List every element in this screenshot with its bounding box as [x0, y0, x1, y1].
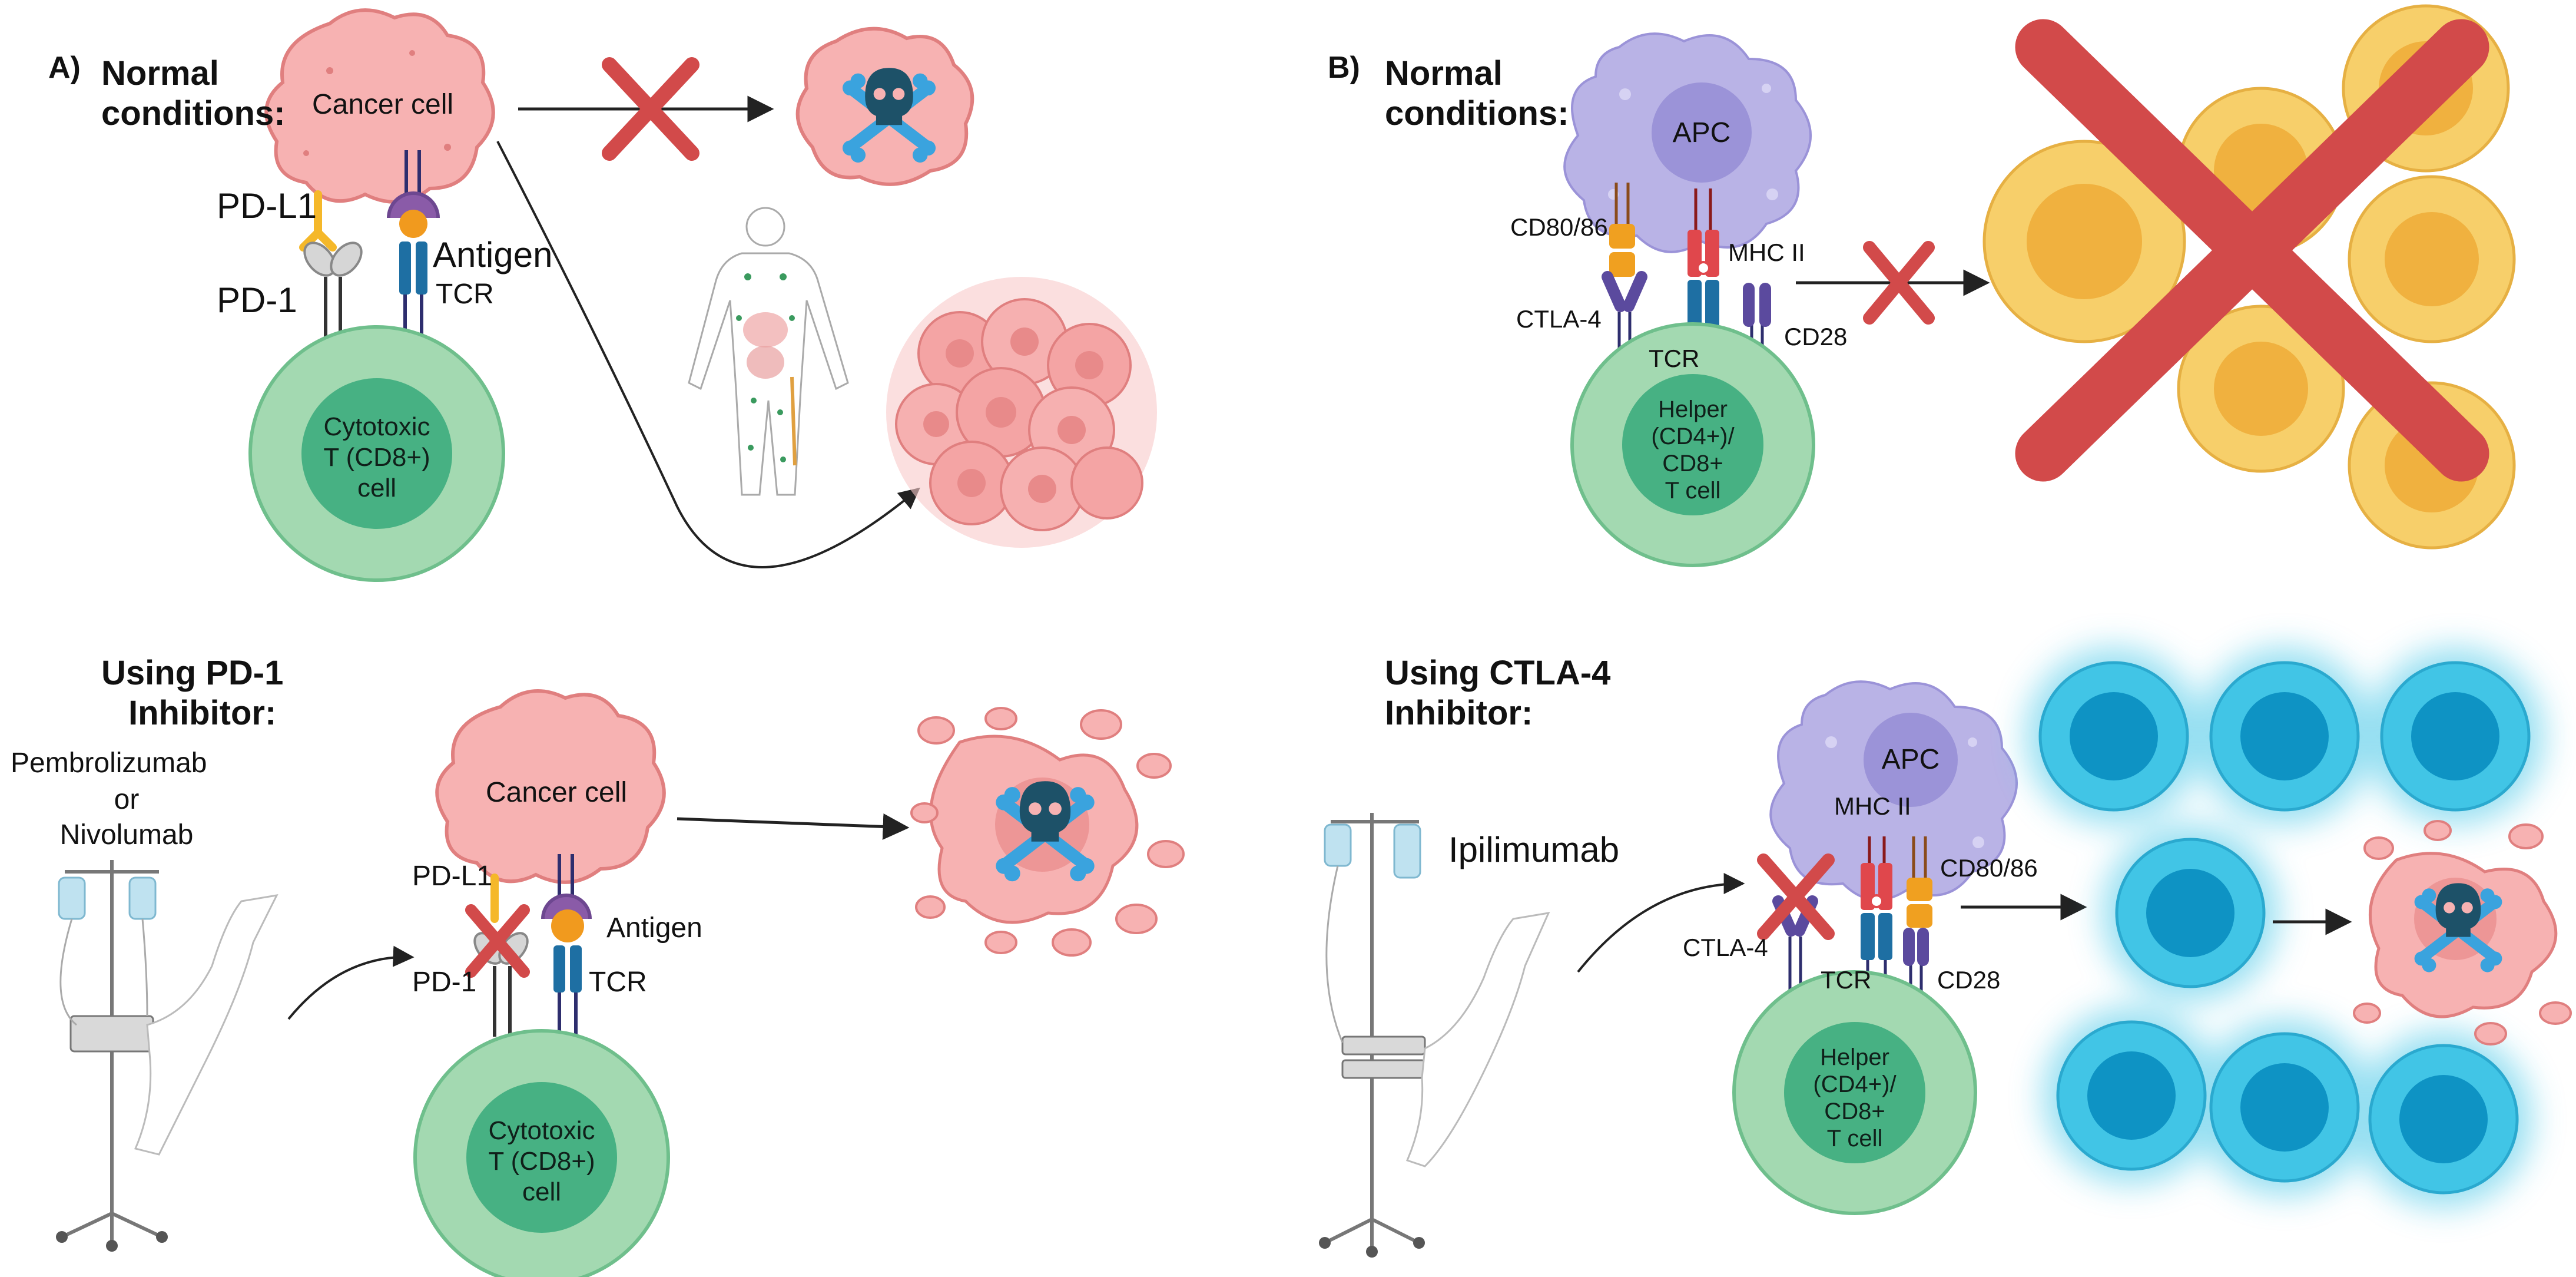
- panel-b-inhibitor-heading-line1: Using CTLA-4: [1385, 654, 1611, 692]
- big-blocked-cross-b1: [2015, 19, 2489, 482]
- panel-a-inhibitor: [56, 689, 1185, 1277]
- t-cell-label-a1-line1: Cytotoxic: [323, 412, 430, 441]
- panel-b-tag: B): [1328, 51, 1360, 85]
- panel-b-inhibitor: [1319, 648, 2572, 1258]
- panel-a-tag: A): [48, 51, 81, 85]
- t-cell-label-b2-line3: CD8+: [1824, 1099, 1885, 1124]
- tcr-label-b2: TCR: [1821, 966, 1872, 994]
- antigen-sphere-a2: [551, 909, 584, 942]
- ctla-4-label-b2: CTLA-4: [1683, 934, 1768, 961]
- mhc-ii-label-b1: MHC II: [1728, 239, 1805, 266]
- drug-label-a2-line3: Nivolumab: [59, 819, 194, 851]
- dead-cancer-cell-a2: [910, 707, 1185, 957]
- apc-label-b2: APC: [1881, 744, 1940, 775]
- cd80-86-molecule-b2: [1907, 836, 1932, 928]
- t-cell-label-a1-line2: T (CD8+): [323, 443, 430, 472]
- cd80-86-molecule-b1: [1609, 183, 1635, 277]
- tcr-molecule-b2: [1861, 913, 1892, 1001]
- pd-1-label-a1: PD-1: [217, 280, 297, 320]
- mhc-ii-molecule-b1: [1688, 188, 1719, 277]
- panel-b-normal: [1563, 4, 2516, 567]
- apc-label-b1: APC: [1672, 117, 1731, 148]
- helper-t-cell-b2-nucleus: [1784, 1022, 1925, 1163]
- antigen-sphere-a1: [399, 210, 427, 238]
- dead-cancer-cell-a1: [795, 27, 974, 186]
- mhc-ii-molecule-b2: [1861, 836, 1892, 910]
- tcr-complex-a2: [541, 854, 592, 1037]
- tumor-mass: [886, 277, 1157, 548]
- arrow-to-tumor-a1: [496, 141, 920, 568]
- t-cell-label-b1-line2: (CD4+)/: [1651, 424, 1735, 449]
- pd-1-label-a2: PD-1: [412, 967, 477, 998]
- cancer-cell-a1: [264, 8, 495, 204]
- mhc-ii-label-b2: MHC II: [1834, 792, 1911, 820]
- panel-b-normal-heading-line2: conditions:: [1385, 94, 1569, 133]
- t-cell-label-b2-line4: T cell: [1826, 1126, 1883, 1152]
- t-cell-label-a2-line2: T (CD8+): [488, 1147, 595, 1176]
- t-cell-label-b1-line4: T cell: [1665, 478, 1721, 504]
- apc-nucleus-b2: [1864, 713, 1958, 807]
- arrow-drug-to-synapse-b2: [1577, 873, 1745, 973]
- cd80-86-label-b1: CD80/86: [1510, 213, 1608, 241]
- cytotoxic-t-cell-a2-nucleus: [466, 1082, 617, 1233]
- cd28-label-b2: CD28: [1937, 966, 2001, 994]
- t-cell-label-b1-line3: CD8+: [1662, 451, 1723, 477]
- t-cell-label-b1-line1: Helper: [1658, 396, 1728, 422]
- blocked-cross-b1: [1863, 241, 1935, 325]
- antigen-label-a2: Antigen: [606, 912, 702, 944]
- cancer-cell-label-a2: Cancer cell: [485, 777, 628, 808]
- panel-a-inhibitor-heading-line2: Inhibitor:: [128, 694, 277, 732]
- antigen-label-a1: Antigen: [433, 235, 553, 274]
- cancer-cell-a2: [435, 689, 666, 884]
- pd-1-molecule-a1: [303, 241, 363, 342]
- patient-arm-b2: [1405, 912, 1550, 1167]
- panel-b-normal-heading-line1: Normal: [1385, 54, 1503, 92]
- tcr-label-a2: TCR: [589, 967, 647, 998]
- blocked-cross-a2: [465, 904, 530, 978]
- human-body-illustration: [688, 207, 849, 496]
- cytotoxic-t-cell-a1-nucleus: [301, 378, 452, 529]
- cd28-label-b1: CD28: [1784, 323, 1848, 350]
- t-cell-label-a1-line3: cell: [357, 474, 397, 502]
- tcr-complex-a1: [387, 150, 440, 342]
- t-cell-label-a2-line3: cell: [522, 1177, 562, 1206]
- drug-label-a2-line2: or: [114, 784, 140, 815]
- panel-a-normal: [248, 8, 1157, 582]
- apc-nucleus-b1: [1652, 82, 1752, 183]
- blocked-cross-b2: [1757, 853, 1835, 940]
- cd80-86-label-b2: CD80/86: [1940, 854, 2038, 882]
- drug-label-b2: Ipilimumab: [1448, 830, 1620, 869]
- patient-arm-a2: [134, 894, 279, 1156]
- ctla-4-label-b1: CTLA-4: [1516, 305, 1602, 333]
- dead-cancer-cell-b2: [2353, 820, 2572, 1046]
- drug-label-a2-line1: Pembrolizumab: [11, 747, 207, 779]
- tcr-label-a1: TCR: [436, 279, 494, 310]
- panel-b-inhibitor-heading-line2: Inhibitor:: [1385, 694, 1533, 732]
- iv-drip-a2: [56, 860, 168, 1252]
- arrow-drug-to-synapse-a2: [287, 945, 415, 1020]
- helper-t-cell-b1-nucleus: [1622, 374, 1763, 515]
- cancer-cell-label-a1: Cancer cell: [311, 89, 454, 120]
- panel-a-inhibitor-heading-line1: Using PD-1: [101, 654, 284, 692]
- pd-l1-molecule-a1: [299, 190, 337, 252]
- t-cell-label-b2-line2: (CD4+)/: [1813, 1071, 1897, 1097]
- iv-drip-b2: [1319, 813, 1426, 1258]
- tcr-label-b1: TCR: [1649, 345, 1700, 372]
- arrow-to-killed-cell-a2: [677, 813, 910, 840]
- pd-l1-label-a1: PD-L1: [217, 186, 317, 226]
- panel-a-normal-heading-line1: Normal: [101, 54, 219, 92]
- pd-l1-label-a2: PD-L1: [412, 861, 493, 892]
- panel-a-normal-heading-line2: conditions:: [101, 94, 286, 133]
- blocked-cross-a1: [602, 57, 699, 161]
- t-cell-label-b2-line1: Helper: [1820, 1044, 1889, 1070]
- t-cell-label-a2-line1: Cytotoxic: [488, 1116, 595, 1145]
- activated-t-cells-b2: [2025, 648, 2544, 1207]
